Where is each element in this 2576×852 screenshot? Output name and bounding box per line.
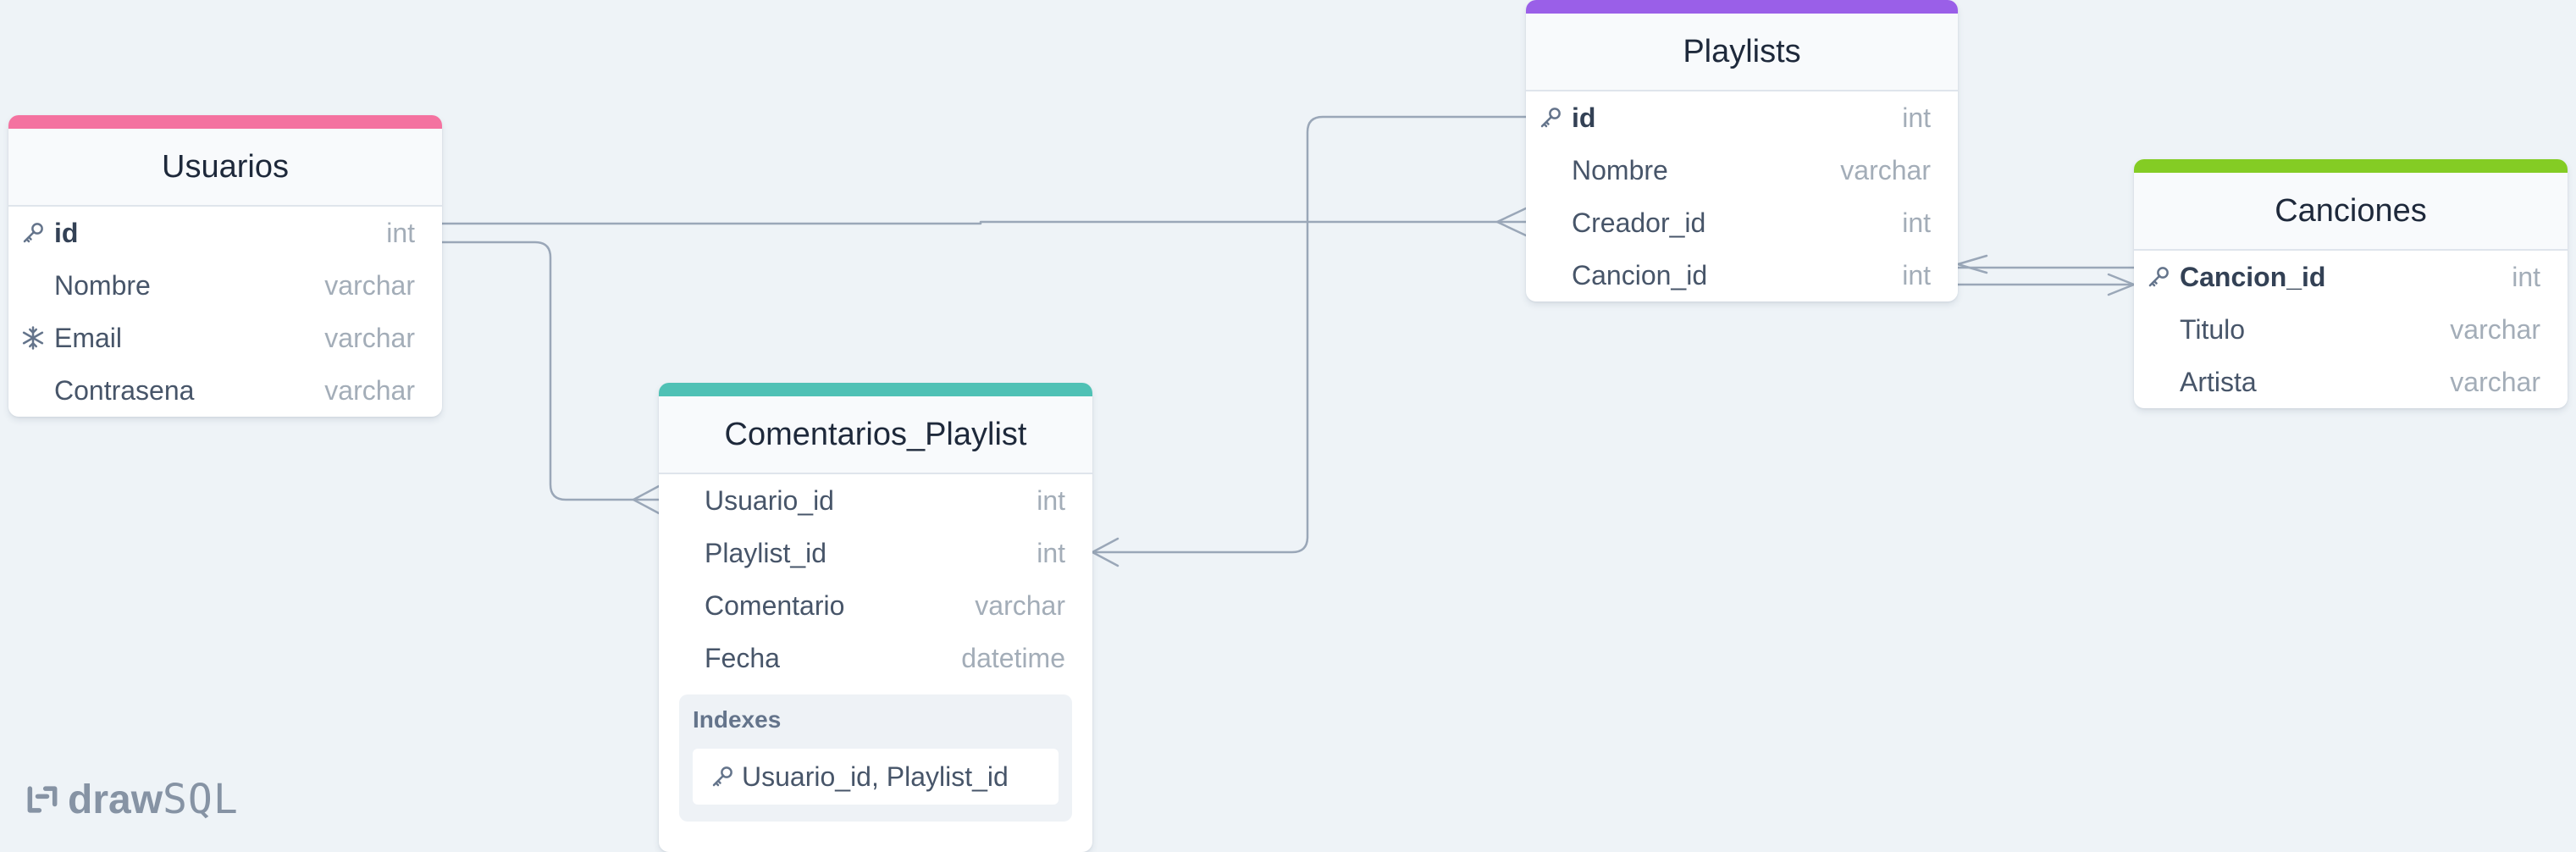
column-name: Artista <box>2180 366 2257 397</box>
column-type: varchar <box>1840 154 1931 185</box>
column-name: Creador_id <box>1572 207 1706 238</box>
column-type: varchar <box>2450 366 2540 397</box>
column-row-cancion-id[interactable]: Cancion_id int <box>2134 251 2568 303</box>
drawsql-logo-icon <box>27 786 58 813</box>
table-canciones[interactable]: Canciones Cancion_id int Titulo varchar … <box>2134 159 2568 408</box>
connector-usuarios-id-to-playlists-creador-id <box>440 220 1528 225</box>
column-name: id <box>54 217 79 248</box>
column-row-cancion-id[interactable]: Cancion_id int <box>1526 249 1958 302</box>
column-row-nombre[interactable]: Nombre varchar <box>1526 144 1958 196</box>
column-name: Email <box>54 322 123 353</box>
column-row-usuario-id[interactable]: Usuario_id int <box>659 474 1092 527</box>
column-row-titulo[interactable]: Titulo varchar <box>2134 303 2568 356</box>
table-title[interactable]: Canciones <box>2134 173 2568 251</box>
key-icon <box>712 766 732 787</box>
column-type: datetime <box>961 642 1065 673</box>
crowfoot-canciones-cancion-id <box>2107 273 2136 296</box>
column-row-contrasena[interactable]: Contrasena varchar <box>8 364 442 417</box>
column-type: int <box>1902 102 1931 133</box>
column-type: int <box>1902 259 1931 290</box>
connector-usuarios-id-to-comentarios-usuario-id <box>440 241 661 501</box>
table-comentarios-playlist[interactable]: Comentarios_Playlist Usuario_id int Play… <box>659 383 1092 852</box>
crowfoot-playlists-cancion-id <box>1956 254 1988 274</box>
column-type: varchar <box>324 374 415 406</box>
index-columns: Usuario_id, Playlist_id <box>742 761 1009 792</box>
column-name: Fecha <box>705 642 780 673</box>
column-type: varchar <box>324 322 415 353</box>
column-row-fecha[interactable]: Fecha datetime <box>659 632 1092 684</box>
column-name: Contrasena <box>54 374 195 406</box>
table-accent-bar <box>2134 159 2568 173</box>
column-name: Usuario_id <box>705 484 834 516</box>
drawsql-logo: draw SQL <box>24 776 239 823</box>
table-accent-bar <box>8 115 442 129</box>
key-icon <box>2148 267 2169 287</box>
column-type: int <box>386 217 415 248</box>
column-row-artista[interactable]: Artista varchar <box>2134 356 2568 408</box>
column-name: Cancion_id <box>2180 261 2326 292</box>
table-title[interactable]: Playlists <box>1526 14 1958 91</box>
table-title[interactable]: Usuarios <box>8 129 442 207</box>
column-name: Cancion_id <box>1572 259 1708 290</box>
key-icon <box>23 223 43 243</box>
column-type: int <box>1036 484 1065 516</box>
brand-name-sql: SQL <box>163 776 239 823</box>
column-name: Nombre <box>1572 154 1668 185</box>
column-type: varchar <box>975 589 1065 621</box>
connector-playlists-id-to-comentarios-playlist-id <box>1091 115 1528 554</box>
indexes-title: Indexes <box>693 706 782 733</box>
column-name: Comentario <box>705 589 845 621</box>
crowfoot-playlists-creador-id <box>1495 207 1528 237</box>
table-accent-bar <box>1526 0 1958 14</box>
column-row-email[interactable]: Email varchar <box>8 312 442 364</box>
column-row-creador-id[interactable]: Creador_id int <box>1526 196 1958 249</box>
indexes-panel: Indexes Usuario_id, Playlist_id <box>679 694 1072 822</box>
column-name: id <box>1572 102 1596 133</box>
column-type: int <box>1902 207 1931 238</box>
column-row-id[interactable]: id int <box>8 207 442 259</box>
column-type: varchar <box>2450 313 2540 345</box>
index-item[interactable]: Usuario_id, Playlist_id <box>693 749 1059 805</box>
table-usuarios[interactable]: Usuarios id int Nombre varchar Email var… <box>8 115 442 417</box>
table-accent-bar <box>659 383 1092 396</box>
table-title[interactable]: Comentarios_Playlist <box>659 396 1092 474</box>
crowfoot-comentarios-playlist-id <box>1091 537 1119 567</box>
column-name: Nombre <box>54 269 151 301</box>
crowfoot-comentarios-usuario-id <box>632 484 661 515</box>
snowflake-icon <box>22 326 44 350</box>
table-playlists[interactable]: Playlists id int Nombre varchar Creador_… <box>1526 0 1958 302</box>
column-name: Playlist_id <box>705 537 827 568</box>
column-row-id[interactable]: id int <box>1526 91 1958 144</box>
column-row-playlist-id[interactable]: Playlist_id int <box>659 527 1092 579</box>
column-type: int <box>1036 537 1065 568</box>
column-row-comentario[interactable]: Comentario varchar <box>659 579 1092 632</box>
brand-name-draw: draw <box>68 777 163 822</box>
column-name: Titulo <box>2180 313 2246 345</box>
column-type: varchar <box>324 269 415 301</box>
column-type: int <box>2512 261 2540 292</box>
column-row-nombre[interactable]: Nombre varchar <box>8 259 442 312</box>
key-icon <box>1540 108 1561 128</box>
